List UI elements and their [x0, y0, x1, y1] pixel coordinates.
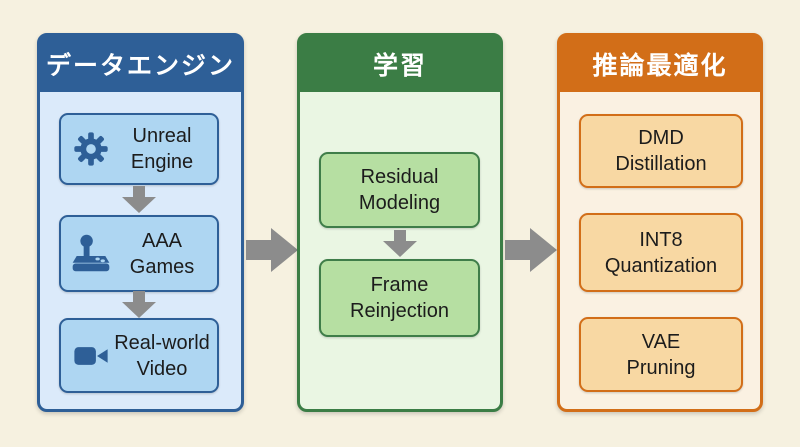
node-residual-modeling: Residual Modeling: [319, 152, 480, 228]
joystick-icon: [69, 232, 113, 276]
down-arrow: [122, 291, 156, 318]
node-label: AAA Games: [129, 229, 195, 278]
right-arrow: [505, 228, 557, 272]
node-dmd-distillation: DMD Distillation: [579, 114, 743, 188]
right-arrow: [246, 228, 298, 272]
column-training: 学習 Residual Modeling Frame Reinjection: [297, 33, 503, 412]
node-label: VAE Pruning: [626, 330, 696, 379]
column-inference-optimization-title: 推論最適化: [560, 36, 760, 92]
video-camera-icon: [69, 337, 113, 375]
node-label: Real-world Video: [114, 331, 210, 380]
node-real-world-video: Real-world Video: [59, 318, 219, 393]
column-inference-optimization: 推論最適化 DMD Distillation INT8 Quantization…: [557, 33, 763, 412]
node-label: Residual Modeling: [358, 166, 441, 214]
node-aaa-games: AAA Games: [59, 215, 219, 292]
down-arrow: [122, 186, 156, 213]
node-vae-pruning: VAE Pruning: [579, 317, 743, 392]
node-label: Frame Reinjection: [350, 274, 449, 322]
down-arrow: [383, 230, 417, 257]
node-label: Unreal Engine: [130, 125, 194, 173]
node-frame-reinjection: Frame Reinjection: [319, 259, 480, 337]
node-int8-quantization: INT8 Quantization: [579, 213, 743, 292]
node-label: DMD Distillation: [615, 127, 707, 175]
node-unreal-engine: Unreal Engine: [59, 113, 219, 185]
gear-icon: [69, 129, 113, 169]
column-training-title: 学習: [300, 36, 500, 92]
node-label: INT8 Quantization: [604, 228, 718, 277]
column-data-engine: データエンジン Unreal Engine: [37, 33, 244, 412]
column-data-engine-title: データエンジン: [40, 36, 241, 92]
